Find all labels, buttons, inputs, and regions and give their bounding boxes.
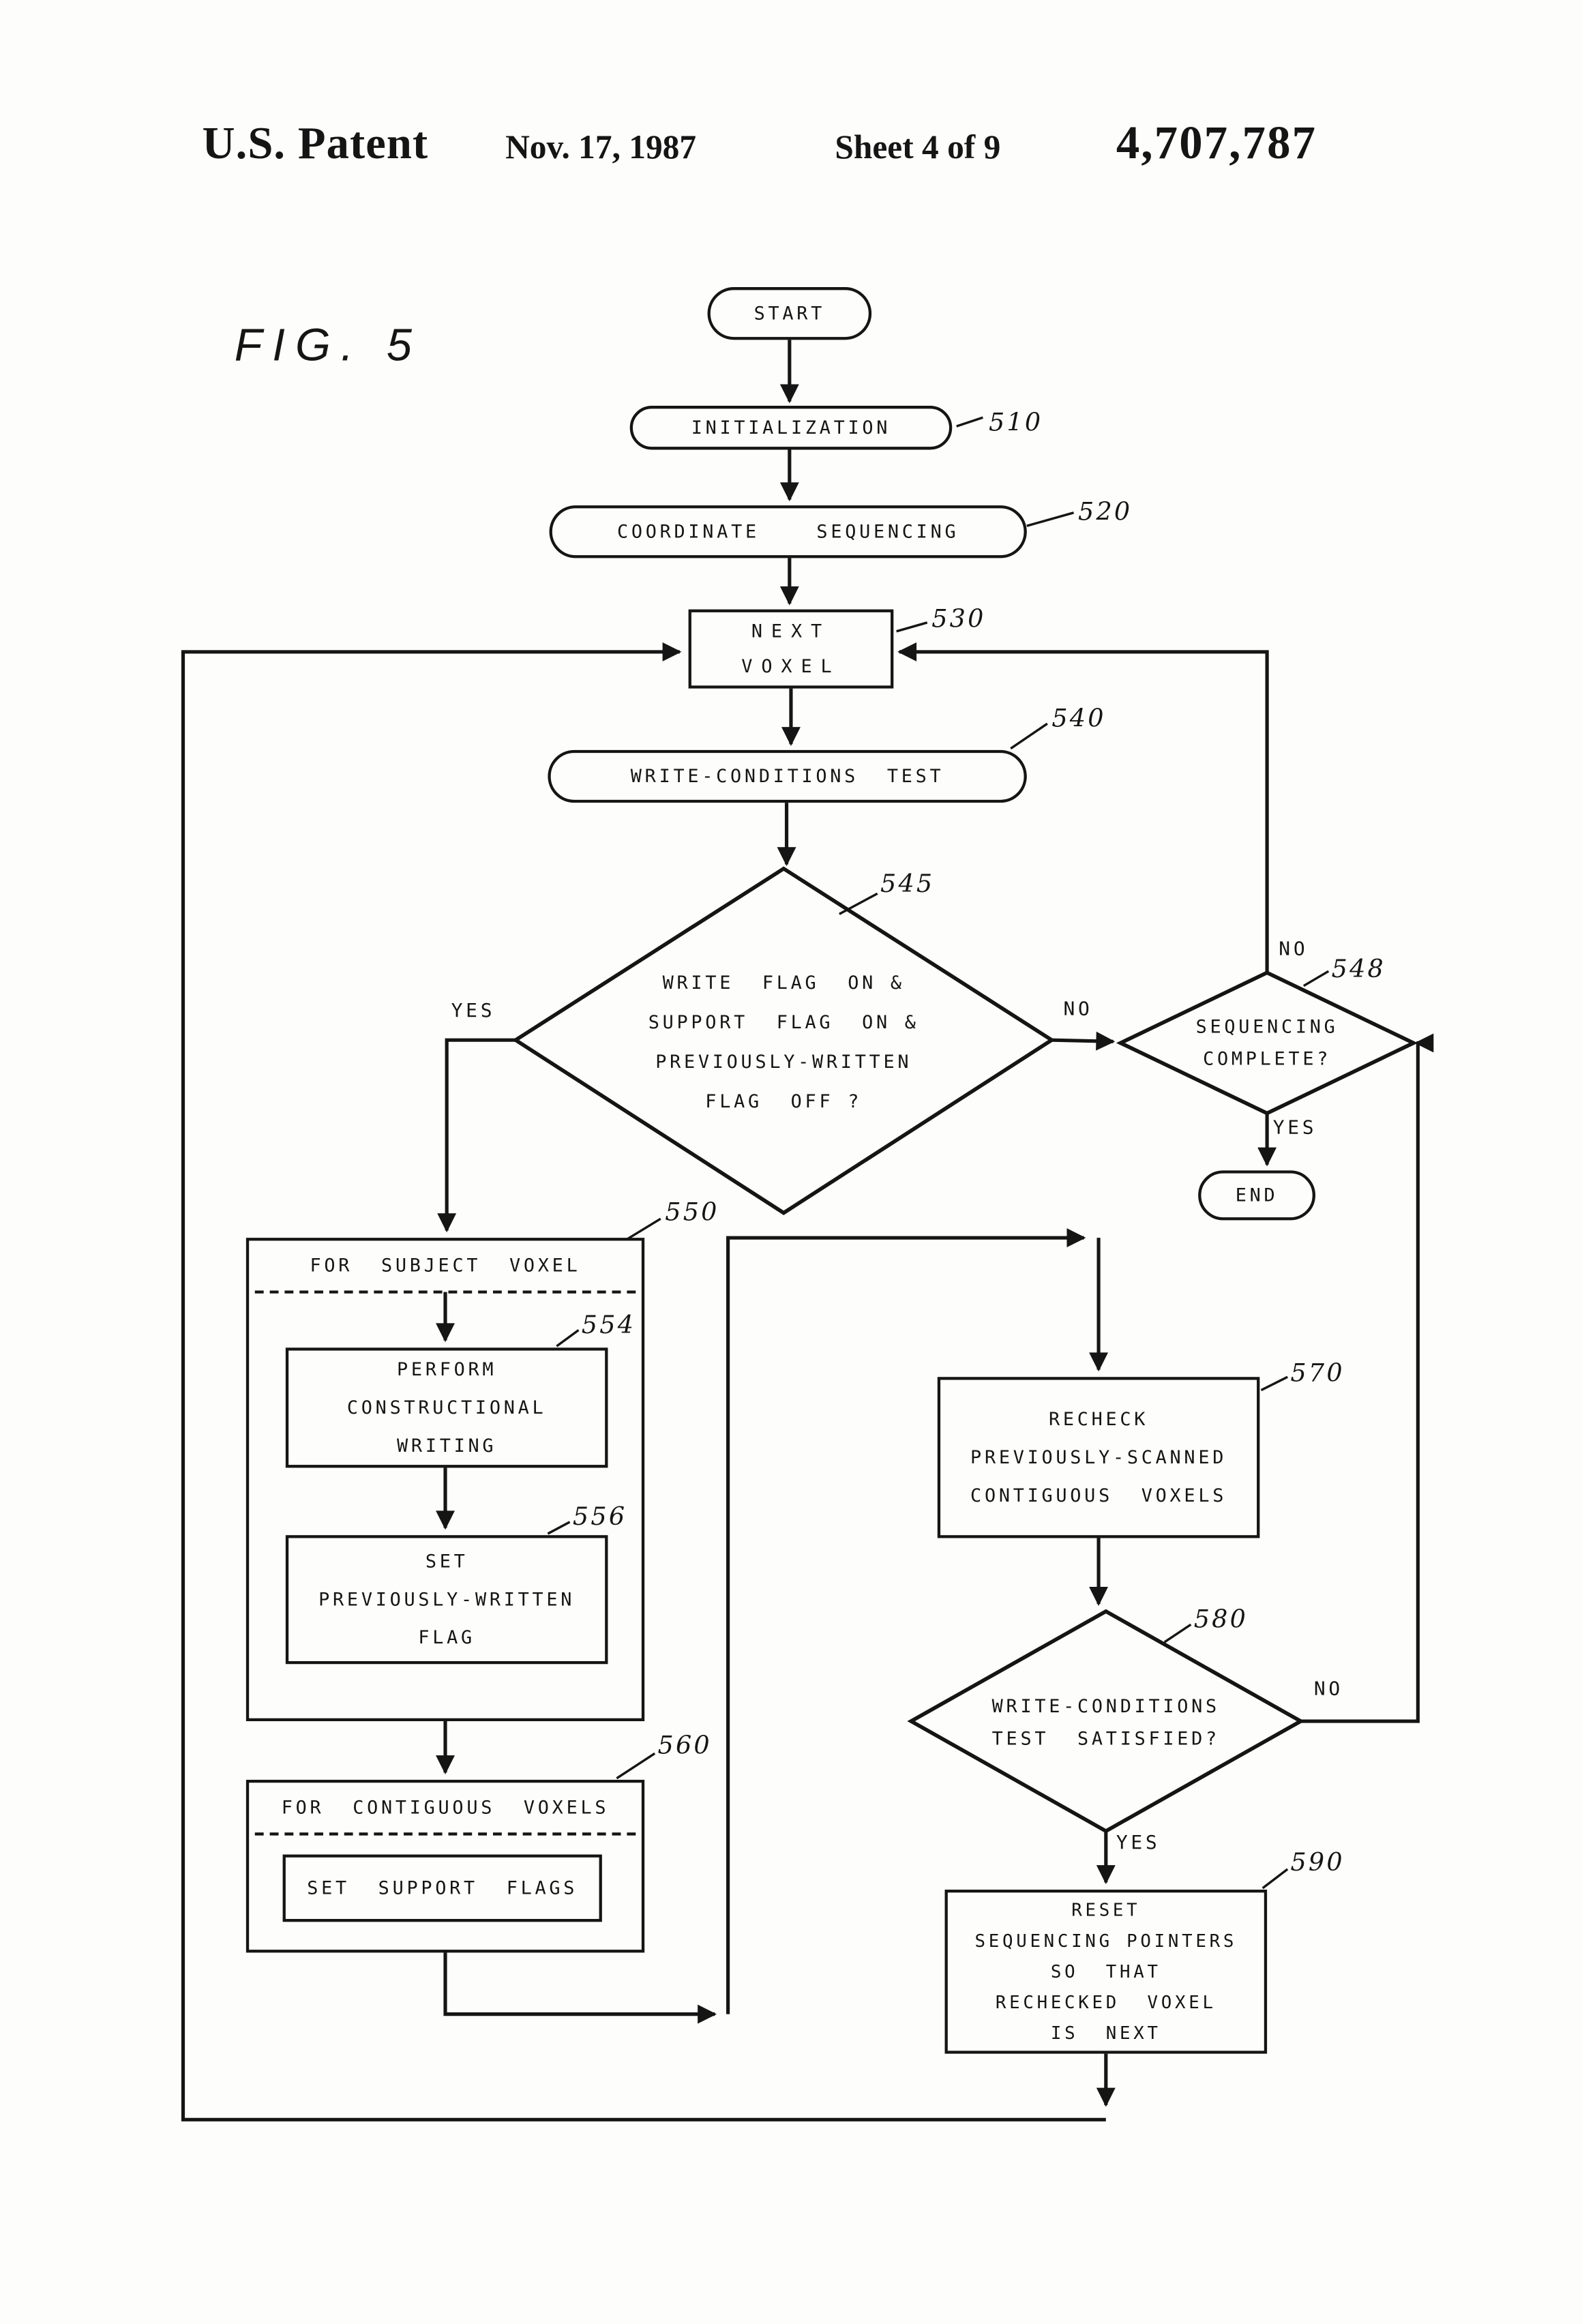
- patent-number: 4,707,787: [1116, 115, 1317, 169]
- leader-570: [1260, 1375, 1288, 1392]
- leader-590: [1262, 1868, 1289, 1890]
- d580-line1: WRITE-CONDITIONS: [991, 1695, 1220, 1717]
- recheck-line2: PREVIOUSLY-SCANNED: [970, 1446, 1227, 1468]
- coordinate-sequencing-node: COORDINATE SEQUENCING: [549, 505, 1027, 558]
- edge-junction-up-over: [726, 1228, 1086, 2014]
- reset-line2: SEQUENCING POINTERS: [974, 1930, 1238, 1951]
- ref-540: 540: [1051, 704, 1106, 734]
- for-contiguous-voxels-group: FOR CONTIGUOUS VOXELS: [245, 1779, 645, 1953]
- pcw-line2: CONSTRUCTIONAL: [346, 1396, 547, 1418]
- ref-548: 548: [1331, 955, 1386, 985]
- set-support-flags-node: SET SUPPORT FLAGS: [282, 1854, 602, 1922]
- recheck-contiguous-node: RECHECK PREVIOUSLY-SCANNED CONTIGUOUS VO…: [937, 1377, 1260, 1538]
- next-voxel-line1: NEXT: [751, 619, 831, 642]
- figure-label: FIG. 5: [234, 319, 422, 371]
- recheck-line1: RECHECK: [1048, 1407, 1149, 1430]
- ref-570: 570: [1290, 1359, 1345, 1389]
- for-subject-voxel-group: FOR SUBJECT VOXEL: [245, 1238, 645, 1722]
- label-yes-548: YES: [1272, 1118, 1317, 1140]
- label-yes-580: YES: [1116, 1832, 1161, 1855]
- ref-590: 590: [1290, 1848, 1345, 1878]
- initialization-node: INITIALIZATION: [629, 406, 953, 450]
- reset-line1: RESET: [1071, 1899, 1141, 1920]
- d580-line2: TEST SATISFIED?: [991, 1727, 1220, 1749]
- decision-548-shape: [1116, 970, 1418, 1116]
- d545-line4: FLAG OFF ?: [705, 1090, 863, 1112]
- edge-545-no-548: [1051, 1031, 1116, 1051]
- label-no-545: NO: [1063, 999, 1093, 1022]
- edge-545-yes-550: [437, 1038, 516, 1233]
- spwf-line2: PREVIOUSLY-WRITTEN: [318, 1588, 576, 1610]
- label-no-580: NO: [1313, 1678, 1343, 1701]
- leader-520: [1026, 511, 1075, 527]
- edge-loop-nextvoxel: [181, 642, 1106, 2121]
- end-node: END: [1198, 1170, 1315, 1221]
- patent-date: Nov. 17, 1987: [505, 129, 697, 166]
- write-conditions-test-label: WRITE-CONDITIONS TEST: [630, 764, 944, 787]
- leader-556: [547, 1521, 571, 1535]
- label-yes-545: YES: [451, 1000, 496, 1023]
- spwf-line1: SET: [425, 1549, 468, 1572]
- label-no-548: NO: [1279, 938, 1309, 962]
- d545-line1: WRITE FLAG ON &: [662, 971, 905, 994]
- leader-545: [839, 892, 878, 915]
- decision-548-text: SEQUENCING COMPLETE?: [1135, 1008, 1399, 1078]
- start-node: START: [707, 287, 872, 340]
- edge-560-junction: [443, 1952, 717, 2024]
- set-support-flags-label: SET SUPPORT FLAGS: [307, 1876, 578, 1898]
- for-contiguous-voxels-title-bar: FOR CONTIGUOUS VOXELS: [254, 1783, 636, 1836]
- ref-530: 530: [931, 605, 986, 635]
- sheet-number: Sheet 4 of 9: [835, 129, 1001, 166]
- patent-label: U.S. Patent: [202, 117, 429, 169]
- decision-580-shape: [907, 1609, 1305, 1834]
- edge-548-no-nextvoxel: [897, 642, 1269, 973]
- reset-line5: IS NEXT: [1050, 2022, 1161, 2043]
- leader-548: [1302, 970, 1330, 987]
- ref-510: 510: [988, 408, 1043, 438]
- ref-545: 545: [880, 869, 935, 899]
- ref-520: 520: [1078, 498, 1133, 528]
- d548-line2: COMPLETE?: [1203, 1047, 1332, 1070]
- reset-line4: RECHECKED VOXEL: [995, 1991, 1217, 2012]
- for-contiguous-voxels-title: FOR CONTIGUOUS VOXELS: [281, 1796, 610, 1818]
- leader-540: [1010, 722, 1048, 750]
- leader-560: [616, 1752, 656, 1780]
- end-label: END: [1235, 1183, 1279, 1206]
- leader-530: [896, 621, 928, 633]
- coordinate-sequencing-label: COORDINATE SEQUENCING: [616, 520, 959, 542]
- for-subject-voxel-title: FOR SUBJECT VOXEL: [310, 1253, 581, 1276]
- recheck-line3: CONTIGUOUS VOXELS: [970, 1484, 1227, 1506]
- write-conditions-test-node: WRITE-CONDITIONS TEST: [548, 749, 1027, 803]
- d545-line3: PREVIOUSLY-WRITTEN: [655, 1050, 912, 1073]
- next-voxel-node: NEXT VOXEL: [688, 609, 894, 689]
- initialization-label: INITIALIZATION: [691, 416, 891, 438]
- leader-580: [1163, 1623, 1192, 1643]
- d545-line2: SUPPORT FLAG ON &: [648, 1011, 919, 1033]
- leader-550: [626, 1217, 661, 1240]
- ref-554: 554: [581, 1311, 636, 1341]
- d548-line1: SEQUENCING: [1195, 1015, 1339, 1037]
- start-label: START: [753, 301, 826, 324]
- reset-sequencing-pointers-node: RESET SEQUENCING POINTERS SO THAT RECHEC…: [944, 1890, 1268, 2054]
- pcw-line3: WRITING: [397, 1433, 497, 1457]
- spwf-line3: FLAG: [418, 1626, 475, 1648]
- decision-545-text: WRITE FLAG ON & SUPPORT FLAG ON & PREVIO…: [578, 952, 988, 1131]
- decision-545-shape: [511, 866, 1056, 1215]
- reset-line3: SO THAT: [1050, 1961, 1161, 1982]
- perform-constructional-writing-node: PERFORM CONSTRUCTIONAL WRITING: [285, 1347, 608, 1468]
- decision-580-text: WRITE-CONDITIONS TEST SATISFIED?: [923, 1688, 1289, 1758]
- leader-554: [556, 1329, 580, 1347]
- set-previously-written-flag-node: SET PREVIOUSLY-WRITTEN FLAG: [285, 1535, 608, 1665]
- next-voxel-line2: VOXEL: [741, 655, 841, 677]
- ref-550: 550: [665, 1198, 719, 1228]
- for-subject-voxel-title-bar: FOR SUBJECT VOXEL: [254, 1240, 636, 1294]
- pcw-line1: PERFORM: [397, 1358, 497, 1380]
- ref-560: 560: [657, 1731, 712, 1761]
- leader-510: [956, 416, 983, 428]
- ref-580: 580: [1193, 1605, 1249, 1635]
- ref-556: 556: [572, 1502, 627, 1532]
